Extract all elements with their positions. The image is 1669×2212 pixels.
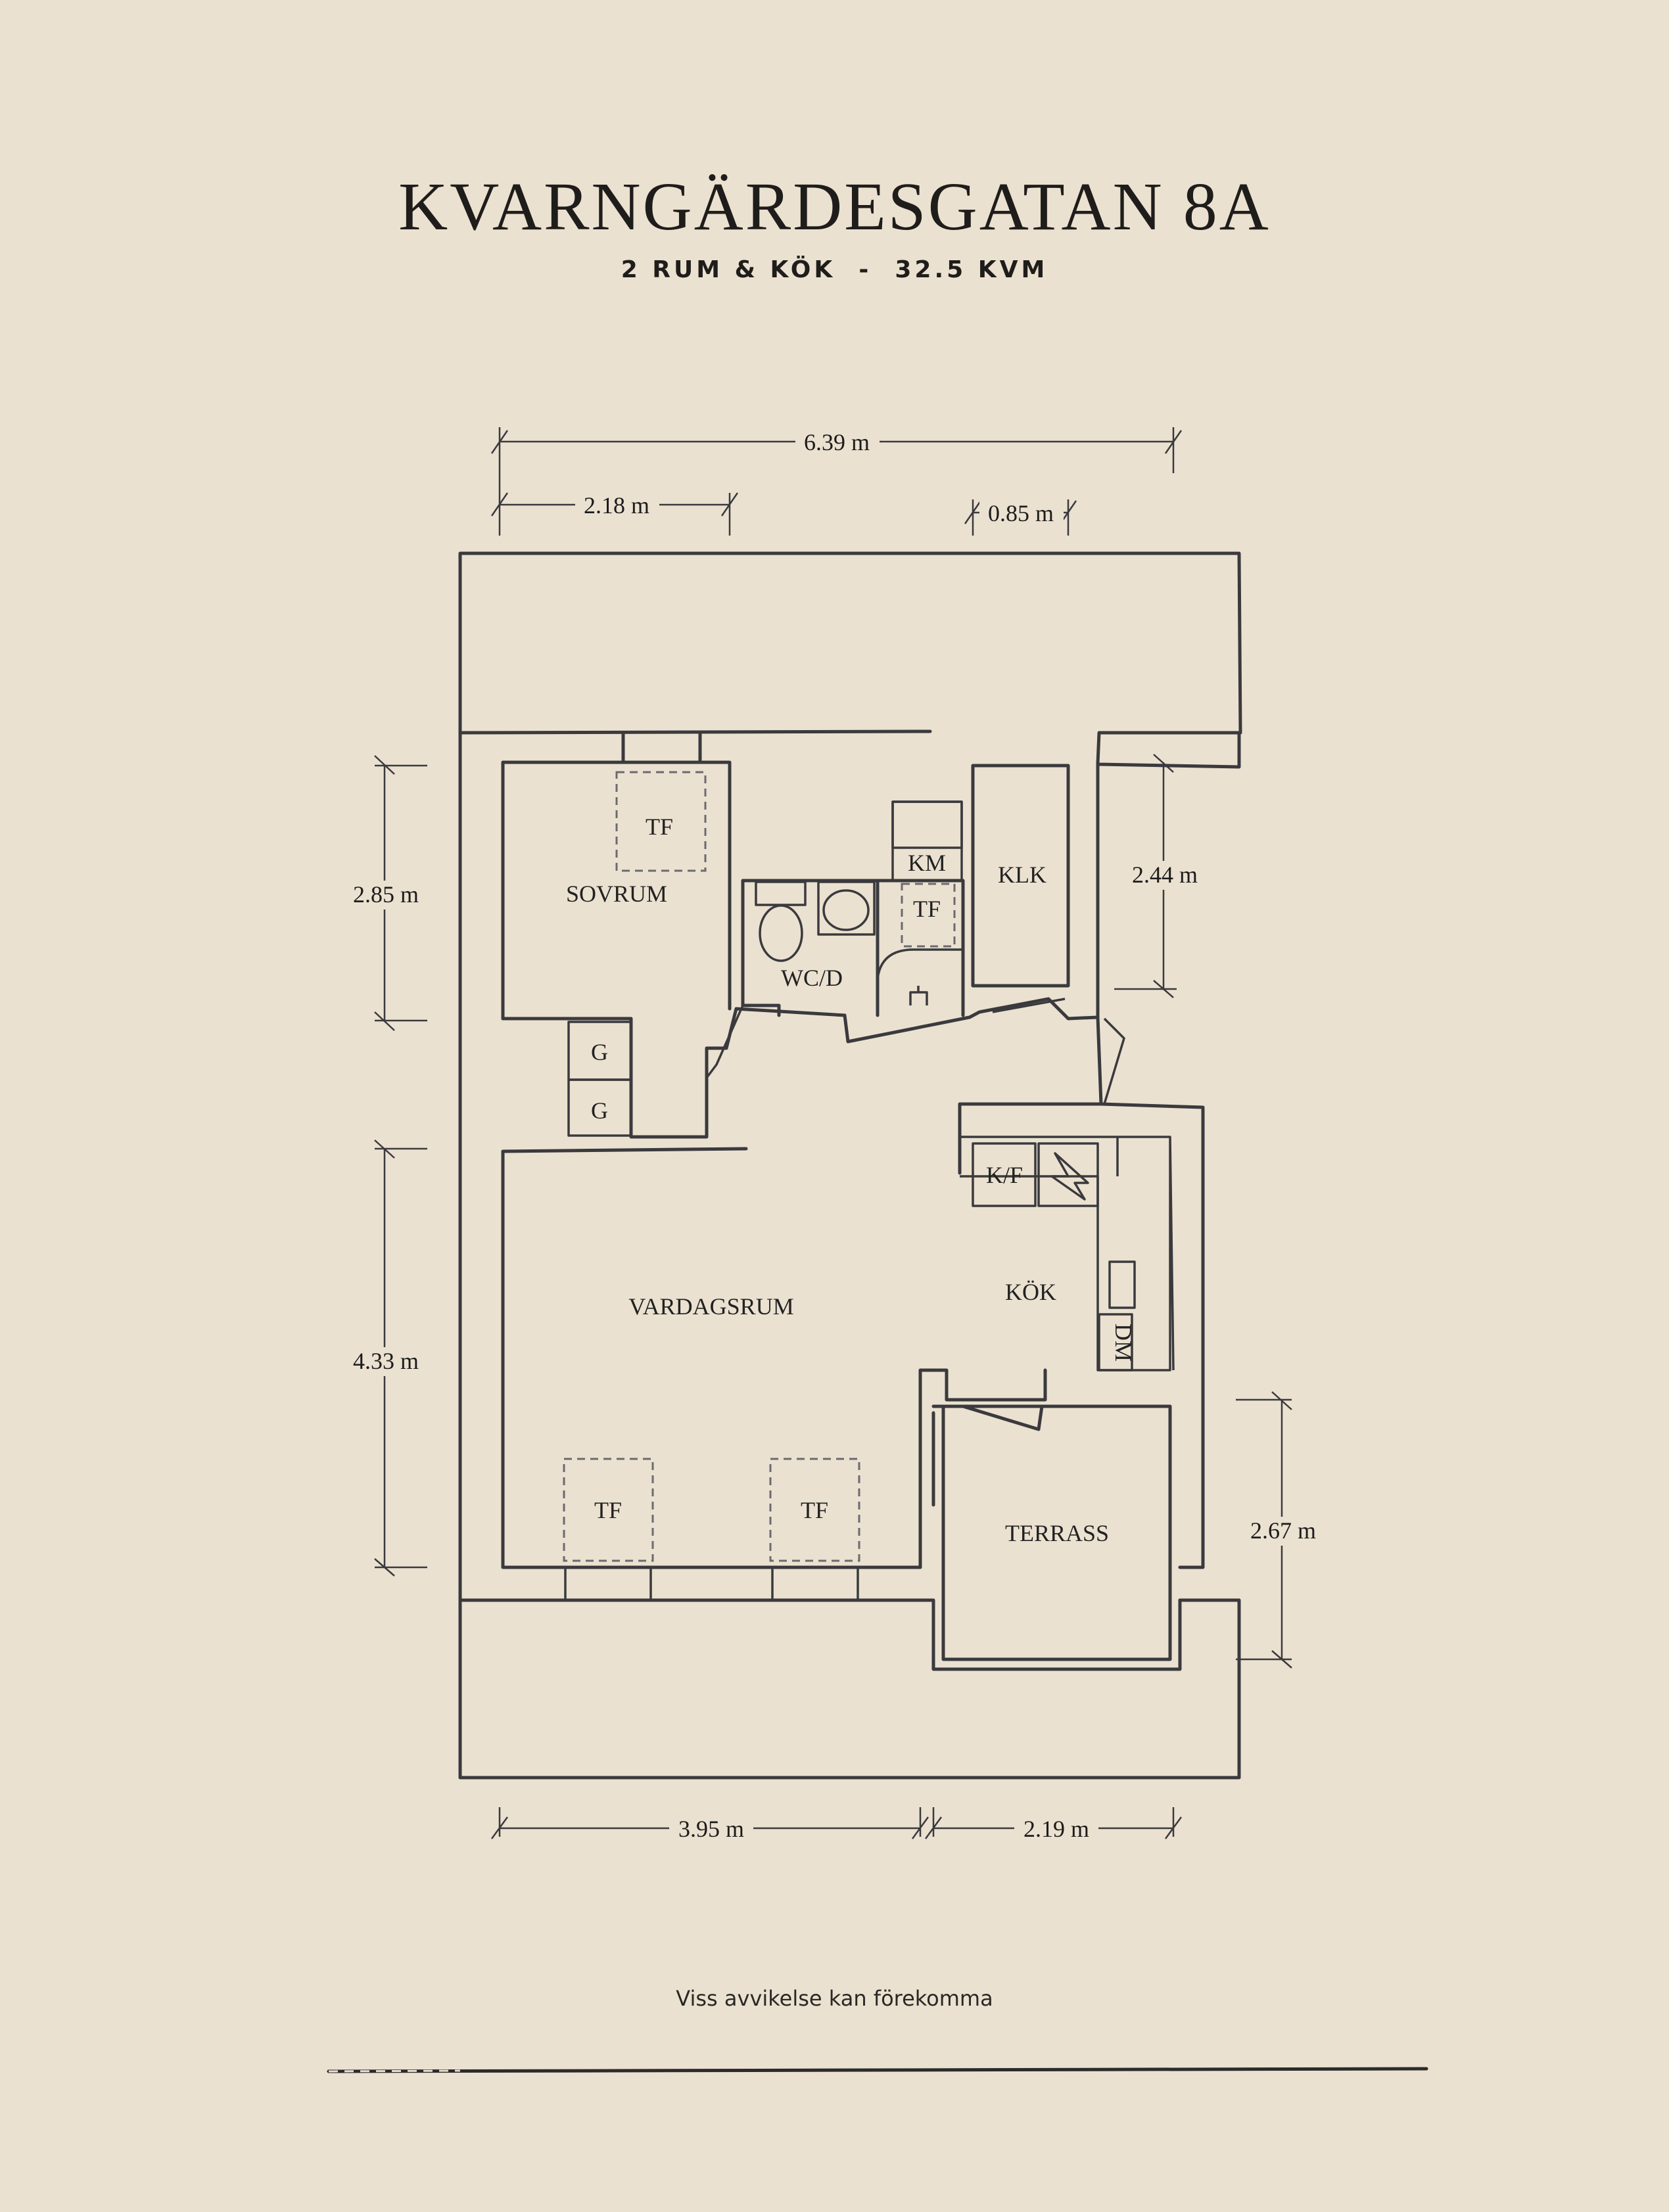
shower-drain-icon [909,986,928,1005]
dim-top-left: 2.18 m [490,490,739,536]
sovrum-walls [501,731,732,1021]
stove-box [1037,1142,1099,1207]
wardrobe-g2 [567,1078,632,1137]
dm-label: DM [1110,1324,1137,1362]
dim-right-upper: 2.44 m [1114,754,1208,998]
door-swing-hall [705,1005,744,1079]
terrass-walls [918,1404,1172,1661]
door-swing-klk [992,998,1066,1013]
roof-top-block [458,551,1242,769]
svg-text:2.44 m: 2.44 m [1132,862,1198,888]
vardagsrum-walls [501,1147,1047,1569]
window-2 [771,1566,859,1601]
page-title: KVARNGÄRDESGATAN 8A [398,169,1271,244]
wcd-label: WC/D [781,965,843,991]
g1-label: G [591,1039,608,1065]
g2-label: G [591,1097,608,1124]
dm-box [1098,1313,1133,1371]
vardagsrum-label: VARDAGSRUM [628,1293,793,1320]
sink-icon [822,889,870,931]
km-upper [891,800,963,882]
dim-top-right: 0.85 m [964,498,1077,536]
tf-sovrum-label: TF [646,814,673,840]
toilet-icon [759,904,803,962]
kitchen-walls [958,760,1205,1569]
tf-living-2-box [769,1458,860,1562]
kf-label: K/F [986,1162,1023,1188]
km-label: KM [908,850,946,876]
roof-bottom-block [458,1598,1241,1780]
tf-living-2-label: TF [801,1497,828,1523]
kitchen-counter [960,1136,1175,1371]
dim-left-lower: 4.33 m [345,1140,429,1577]
tf-living-1-box [563,1458,654,1562]
tf-wc-box [901,883,956,948]
electric-icon [1050,1152,1089,1201]
sovrum-label: SOVRUM [566,881,667,907]
dim-top-total: 6.39 m [490,427,1183,536]
dim-bottom-right: 2.19 m [924,1807,1183,1843]
disclaimer-text: Viss avvikelse kan förekomma [676,1986,993,2011]
tf-living-1-label: TF [594,1497,622,1523]
dim-right-lower: 2.67 m [1236,1391,1327,1669]
tf-sovrum-box [615,771,707,872]
footer-divider [327,2067,1428,2073]
svg-text:2.18 m: 2.18 m [584,492,649,518]
sink-kitchen [1108,1260,1136,1309]
svg-text:2.19 m: 2.19 m [1023,1816,1089,1842]
klk-walls [971,764,1070,988]
dim-left-upper: 2.85 m [345,755,429,1031]
sink-counter [817,881,876,936]
kf-box [972,1142,1037,1207]
page-subtitle: 2 RUM & KÖK - 32.5 KVM [621,256,1048,283]
terrass-label: TERRASS [1005,1520,1109,1546]
dim-bottom-left: 3.95 m [490,1807,929,1843]
shower-curve [876,948,963,1005]
terrass-outer [931,1598,1182,1671]
klk-label: KLK [998,862,1046,888]
svg-text:6.39 m: 6.39 m [804,429,870,455]
window-1 [564,1566,652,1601]
svg-text:3.95 m: 3.95 m [678,1816,744,1842]
toilet-tank [755,881,807,906]
svg-text:2.67 m: 2.67 m [1250,1517,1316,1544]
km-box [891,800,963,849]
tf-wc-label: TF [913,896,941,922]
door-swing-entry [1103,1017,1125,1105]
svg-text:4.33 m: 4.33 m [353,1348,419,1374]
kok-label: KÖK [1005,1279,1056,1305]
svg-text:0.85 m: 0.85 m [988,500,1054,526]
svg-text:2.85 m: 2.85 m [353,881,419,908]
